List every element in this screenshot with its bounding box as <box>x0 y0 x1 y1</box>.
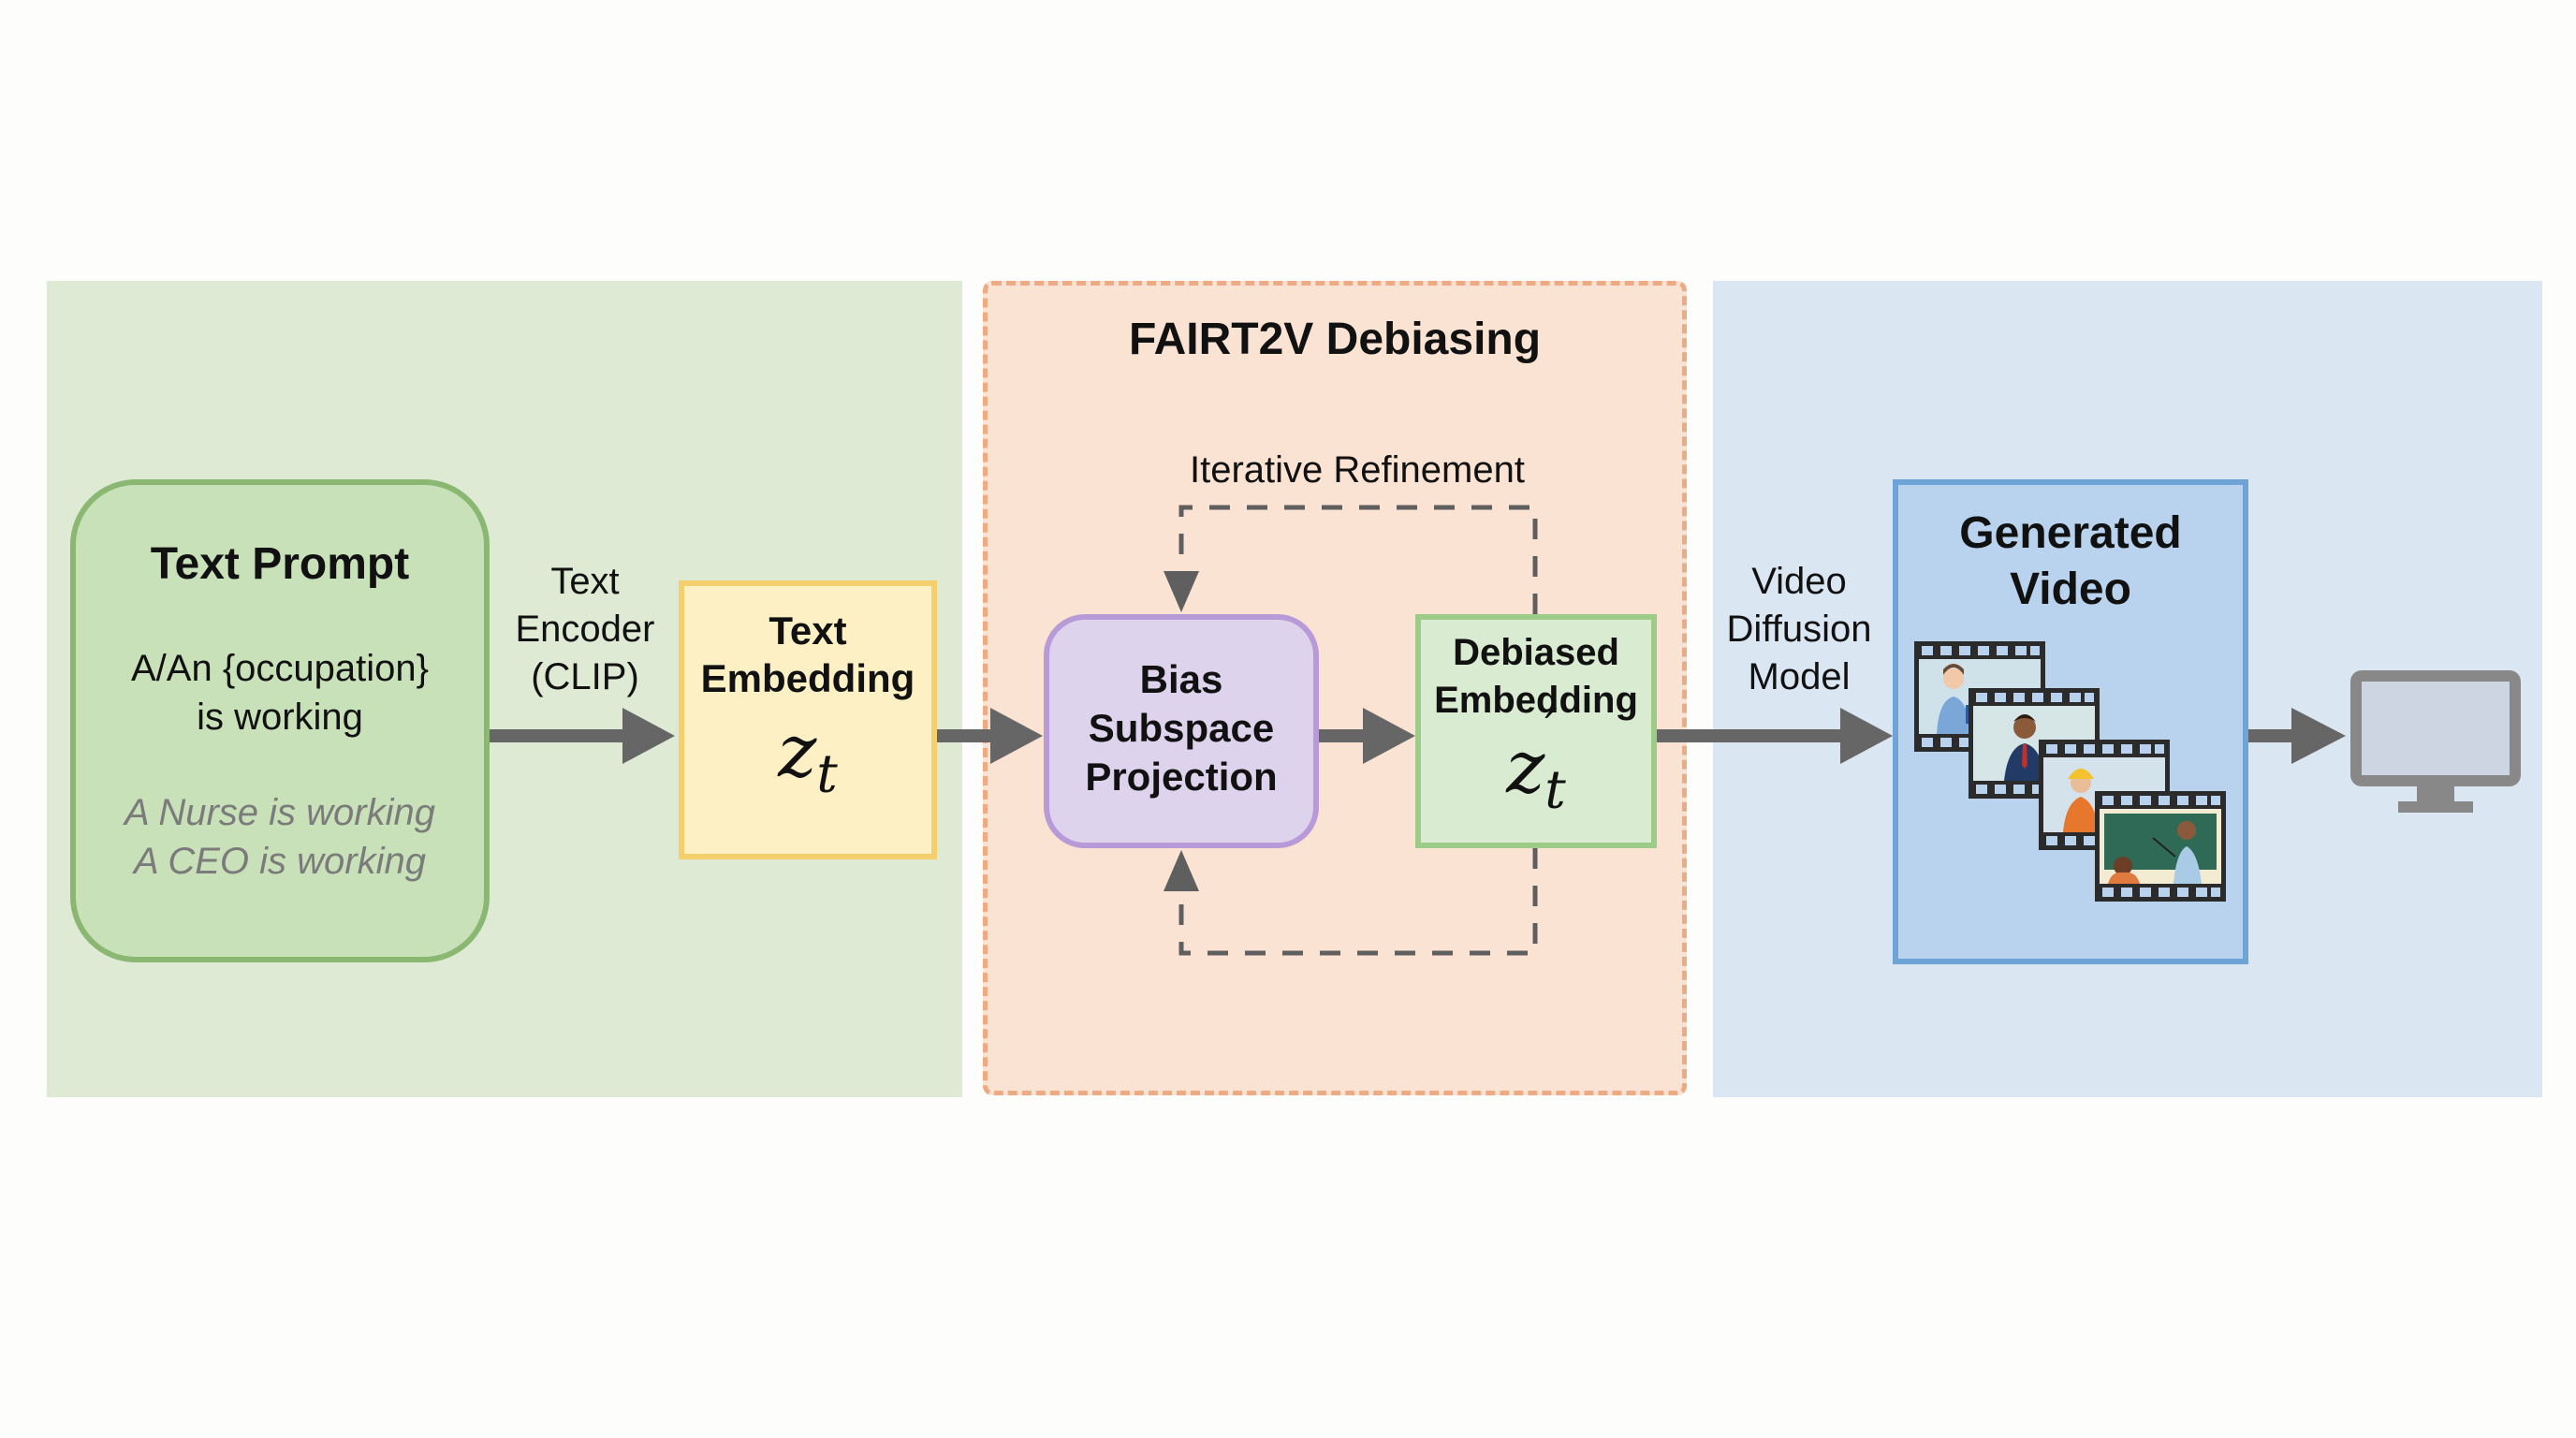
text-prompt-node <box>70 479 490 962</box>
prompt-example-nurse: A Nurse is working <box>124 792 435 833</box>
arrow-video-to-monitor <box>2248 708 2346 764</box>
arrow-debiased-to-video <box>1657 708 1893 764</box>
prime-mark: ′ <box>1544 697 1558 763</box>
bias-projection-title: Bias Subspace Projection <box>1044 655 1319 801</box>
arrow-embedding-to-projection <box>937 708 1043 764</box>
t-subscript: t <box>1544 759 1566 821</box>
generated-video-title-line1: Generated <box>1959 508 2182 558</box>
t-subscript: t <box>816 743 838 805</box>
prompt-template-line1: A/An {occupation} <box>130 648 430 689</box>
z-symbol: z <box>1506 726 1545 810</box>
bias-projection-line1: Bias <box>1139 657 1223 701</box>
text-embedding-node <box>679 580 937 859</box>
z-symbol: z <box>778 710 817 794</box>
iterative-refinement-label: Iterative Refinement <box>1190 449 1525 491</box>
text-embedding-title: Text Embedding <box>679 607 937 702</box>
z-t-prime-symbol: z′t <box>1415 697 1657 821</box>
video-diffusion-model-label: Video Diffusion Model <box>1696 558 1902 701</box>
arrow-prompt-to-embedding <box>490 708 675 764</box>
text-encoder-label: Text Encoder (CLIP) <box>487 558 683 701</box>
text-embedding-title-line1: Text <box>768 609 847 653</box>
debiased-embedding-node <box>1415 614 1657 848</box>
prompt-examples: A Nurse is working A CEO is working <box>70 788 490 886</box>
iterative-refinement-loop <box>1178 505 1538 956</box>
debiased-title-line2: Embedding <box>1434 680 1638 721</box>
bias-projection-line3: Projection <box>1085 755 1278 799</box>
debiased-title-line1: Debiased <box>1453 632 1619 673</box>
bias-projection-line2: Subspace <box>1088 706 1275 750</box>
diffusion-label-line3: Model <box>1748 656 1851 697</box>
diffusion-label-line1: Video <box>1751 561 1847 602</box>
z-t-symbol: zt <box>679 710 937 805</box>
generated-video-title-line2: Video <box>2010 565 2131 614</box>
text-embedding-title-line2: Embedding <box>700 656 915 700</box>
video-frame-ceo <box>1969 688 2100 799</box>
video-frame-teacher <box>2095 791 2226 902</box>
prompt-example-ceo: A CEO is working <box>134 841 426 882</box>
text-prompt-title: Text Prompt <box>150 539 410 589</box>
debiasing-title: FAIRT2V Debiasing <box>1128 315 1542 364</box>
debiased-embedding-title: Debiased Embedding <box>1415 629 1657 725</box>
prompt-template: A/An {occupation} is working <box>70 644 490 741</box>
diffusion-label-line2: Diffusion <box>1726 609 1872 650</box>
bias-subspace-projection-node <box>1044 614 1319 848</box>
prompt-template-line2: is working <box>197 697 363 738</box>
loop-arrow-down <box>1164 571 1199 612</box>
loop-arrow-up <box>1164 850 1199 891</box>
monitor-icon <box>2350 670 2521 813</box>
encoder-label-line1: Text <box>550 561 620 602</box>
arrow-projection-to-debiased <box>1319 708 1415 764</box>
generated-video-title: Generated Video <box>1893 506 2248 618</box>
encoder-label-line3: (CLIP) <box>531 656 639 697</box>
encoder-label-line2: Encoder <box>515 609 655 650</box>
